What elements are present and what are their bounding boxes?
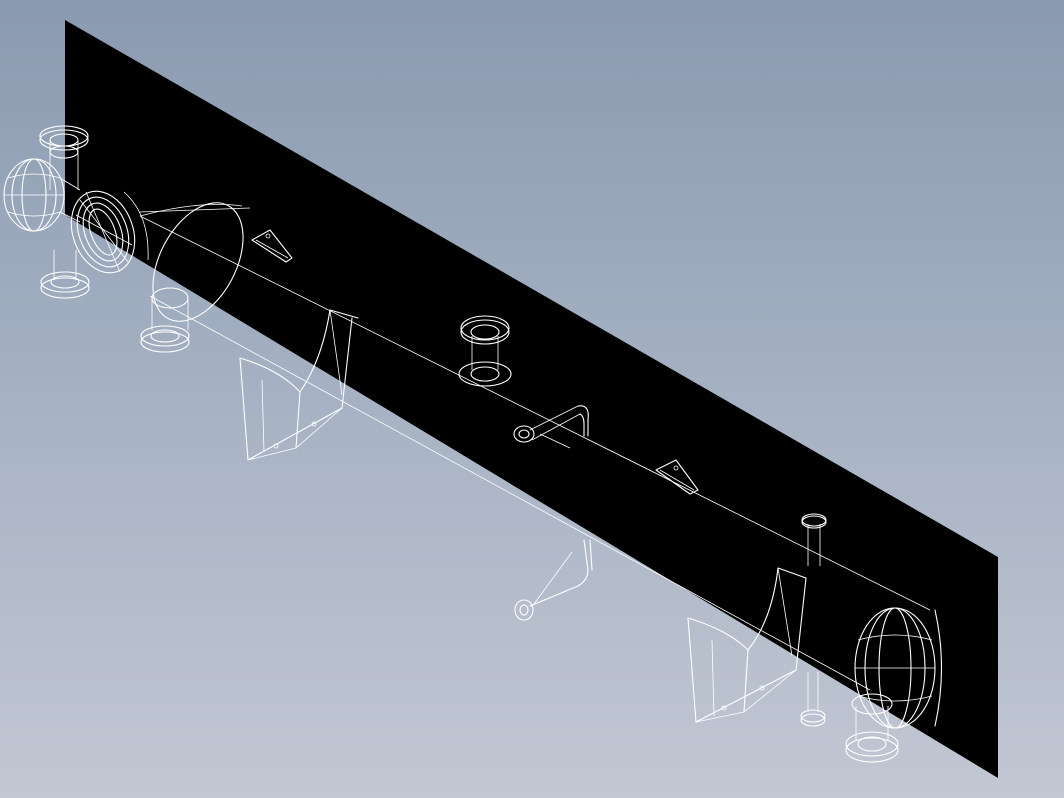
lifting-lug-left: [251, 229, 293, 263]
nozzle-bottom-left: [40, 250, 90, 299]
nozzle-top-center: [458, 315, 512, 387]
end-head-left: [139, 202, 244, 322]
end-head-right: [854, 607, 942, 729]
end-head-left-flange: [70, 190, 149, 274]
nozzle-bottom-left-2: [140, 287, 190, 353]
pipe-bend-lower: [514, 539, 593, 621]
backplane: [65, 20, 998, 778]
nozzle-top-right: [801, 513, 827, 566]
nozzle-top-left: [39, 125, 89, 190]
pipe-bend-upper: [513, 405, 589, 449]
saddle-support-left: [239, 309, 359, 461]
lifting-lug-right: [655, 459, 699, 495]
saddle-support-right: [687, 567, 807, 723]
nozzle-bottom-right-small: [800, 672, 826, 727]
nozzle-inlet-left: [3, 158, 81, 232]
nozzle-bottom-right: [845, 693, 899, 763]
